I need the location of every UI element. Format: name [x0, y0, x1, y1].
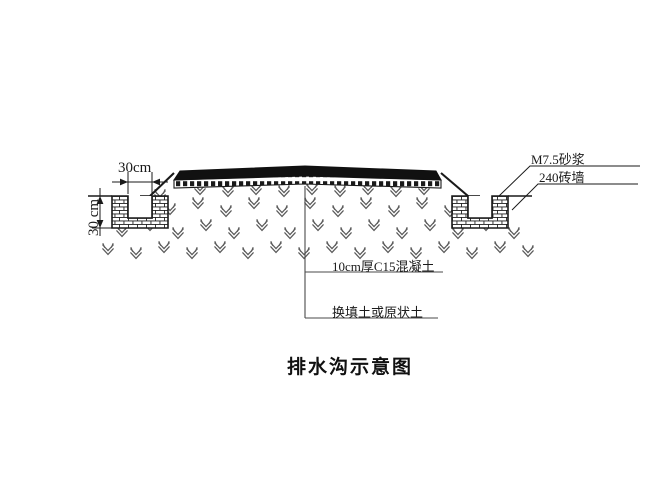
right-drainage-ditch [451, 195, 509, 229]
right-callout-leaders [498, 165, 640, 211]
ground-fill-body [88, 172, 532, 264]
diagram-title: 排水沟示意图 [287, 357, 414, 378]
callout-label-subgrade: 换填土或原状土 [332, 305, 424, 320]
dimension-label-ditch-depth: 30 cm [86, 198, 102, 236]
left-drainage-ditch [111, 195, 169, 229]
dimension-label-ditch-width: 30cm [118, 160, 152, 176]
center-callout-leaders [304, 186, 443, 319]
callout-label-brick-wall: 240砖墙 [539, 170, 585, 185]
asphalt-surface-band [173, 165, 442, 181]
callout-label-concrete-base: 10cm厚C15混凝土 [332, 259, 435, 274]
dimension-ditch-depth [92, 188, 112, 236]
callout-label-mortar: M7.5砂浆 [531, 152, 585, 167]
dimension-ditch-width [112, 172, 168, 194]
